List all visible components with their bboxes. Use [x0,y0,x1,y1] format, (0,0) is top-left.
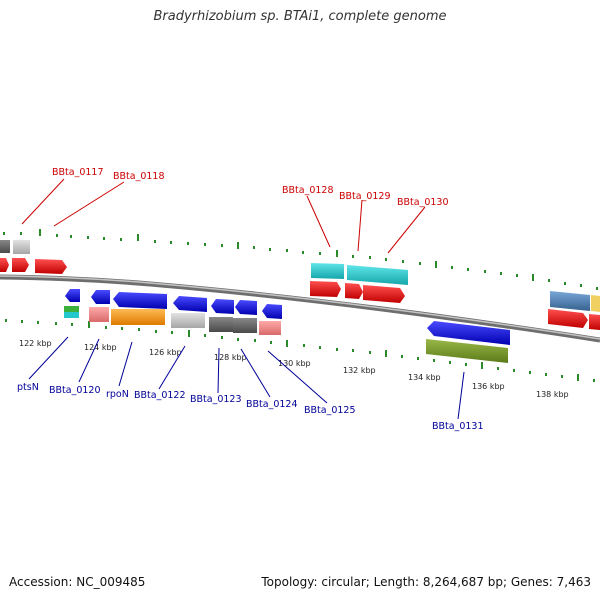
gene-feature[interactable] [0,258,9,272]
upper-scale-ticks [3,229,598,290]
gene-feature[interactable] [111,309,165,325]
gene-feature[interactable] [427,321,510,345]
lower-scale-ticks [5,319,595,382]
gene-label[interactable]: BBta_0120 [49,385,101,396]
gene-label[interactable]: BBta_0117 [52,167,104,178]
genome-title: Bradyrhizobium sp. BTAi1, complete genom… [153,9,447,24]
gene-label[interactable]: BBta_0122 [134,390,186,401]
gene-label[interactable]: BBta_0123 [190,394,242,405]
gene-feature[interactable] [550,291,590,311]
kbp-tick-labels: 122 kbp 124 kbp 126 kbp 128 kbp 130 kbp … [19,339,569,399]
gene-feature[interactable] [64,312,79,318]
kbp-tick-label: 126 kbp [149,348,182,357]
gene-label[interactable]: rpoN [106,389,129,400]
upper-label-leaders [21,178,426,254]
gene-label[interactable]: BBta_0129 [339,191,391,202]
gene-feature-BBta_0129[interactable] [347,265,408,285]
gene-label[interactable]: BBta_0125 [304,405,356,416]
lower-gene-labels: ptsN BBta_0120 rpoN BBta_0122 BBta_0123 … [17,382,484,432]
gene-label[interactable]: BBta_0118 [113,171,165,182]
kbp-tick-label: 136 kbp [472,382,505,391]
kbp-tick-label: 138 kbp [536,390,569,399]
gene-feature[interactable] [235,300,257,315]
upper-strand-features [0,240,600,330]
gene-feature-BBta_0125[interactable] [259,321,281,335]
gene-feature[interactable] [12,258,29,272]
gene-feature[interactable] [173,296,207,312]
gene-feature-BBta_0128[interactable] [311,263,344,279]
lower-label-leaders [28,336,465,420]
kbp-tick-label: 122 kbp [19,339,52,348]
gene-feature-rpoN[interactable] [113,292,167,309]
gene-feature-BBta_0124[interactable] [233,318,257,333]
kbp-tick-label: 128 kbp [214,353,247,362]
genome-backbone-highlight [0,275,600,340]
accession-info: Accession: NC_009485 [9,575,146,589]
upper-gene-labels: BBta_0117 BBta_0118 BBta_0128 BBta_0129 … [52,167,449,208]
gene-feature[interactable] [35,259,67,274]
kbp-tick-label: 124 kbp [84,343,117,352]
genome-backbone [0,274,600,343]
gene-label[interactable]: BBta_0124 [246,399,298,410]
topology-info: Topology: circular; Length: 8,264,687 bp… [261,575,591,589]
gene-feature[interactable] [548,309,588,328]
gene-feature-BBta_0120[interactable] [91,290,110,304]
gene-feature-BBta_0122[interactable] [171,313,205,328]
gene-feature[interactable] [89,307,109,322]
gene-feature-BBta_0131[interactable] [426,339,508,363]
gene-feature[interactable] [64,306,79,312]
gene-feature[interactable] [589,314,600,330]
gene-feature-ptsN[interactable] [65,289,80,302]
gene-feature[interactable] [591,295,600,312]
gene-feature-BBta_0130[interactable] [363,285,405,303]
kbp-tick-label: 132 kbp [343,366,376,375]
gene-feature[interactable] [13,240,30,254]
gene-feature[interactable] [310,281,341,297]
kbp-tick-label: 130 kbp [278,359,311,368]
gene-label[interactable]: BBta_0130 [397,197,449,208]
kbp-tick-label: 134 kbp [408,373,441,382]
gene-feature[interactable] [0,240,10,253]
lower-strand-features [64,289,510,363]
gene-feature[interactable] [211,299,234,314]
gene-label[interactable]: BBta_0131 [432,421,484,432]
gene-feature[interactable] [345,283,363,299]
gene-label[interactable]: ptsN [17,382,39,393]
gene-feature-BBta_0123[interactable] [209,317,233,332]
gene-label[interactable]: BBta_0128 [282,185,334,196]
gene-feature[interactable] [262,304,282,319]
